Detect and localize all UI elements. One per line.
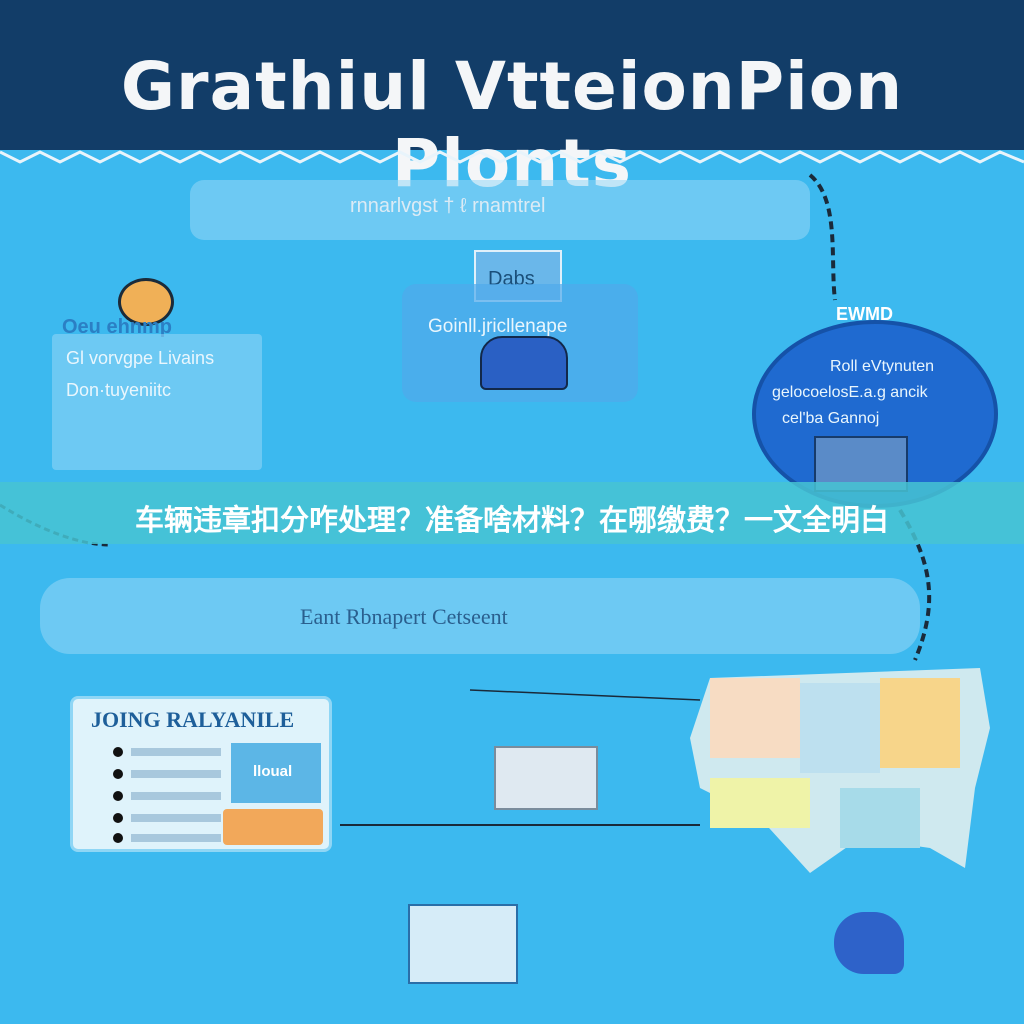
circle-line: gelocoelosE.a.g ancik — [772, 384, 928, 401]
left-info-panel — [52, 334, 262, 470]
card-side-panel — [231, 743, 321, 803]
circle-line: cel'ba Gannoj — [782, 410, 880, 427]
map-graphic — [690, 668, 990, 873]
top-step-label: rnnarlvgst † ℓ rnamtrel — [350, 195, 546, 217]
left-panel-line: Don·tuyeniitc — [66, 380, 172, 400]
text-line — [131, 792, 221, 800]
bullet — [113, 833, 123, 843]
circle-tag: EWMD — [836, 304, 893, 324]
circle-line: Roll eVtynuten — [830, 358, 935, 375]
location-pin-icon — [834, 912, 904, 974]
page-title: Grathiul VtteionPion Plonts — [120, 48, 904, 202]
middle-step-bar — [40, 578, 920, 654]
car-icon — [480, 336, 568, 390]
text-line — [131, 748, 221, 756]
text-line — [131, 814, 221, 822]
table-document-icon — [408, 904, 518, 984]
card-badge: lloual — [253, 763, 293, 780]
card-title: JOING RALYANILE — [91, 707, 295, 732]
text-line — [131, 834, 221, 842]
text-line — [131, 770, 221, 778]
middle-step-label: Eant Rbnapert Cetseent — [300, 604, 508, 629]
zigzag-divider — [0, 150, 1024, 164]
bullet — [113, 813, 123, 823]
center-panel-label: Goinll.jricllenape — [428, 316, 568, 337]
top-step-bar — [190, 180, 810, 240]
helmet-icon — [118, 278, 174, 326]
left-panel-line: Gl vorvgpe Livains — [66, 348, 215, 368]
bullet — [113, 747, 123, 757]
info-card: JOING RALYANILE lloual — [70, 696, 332, 852]
left-panel-heading: Oeu ehnmp — [62, 316, 173, 338]
bullet — [113, 769, 123, 779]
header-bar — [0, 0, 1024, 150]
card-orange-block — [223, 809, 323, 845]
headline-banner — [0, 482, 1024, 544]
bullet — [113, 791, 123, 801]
headline-text: 车辆违章扣分咋处理？准备啥材料？在哪缴费？一文全明白 — [134, 503, 889, 537]
printer-icon — [494, 746, 598, 810]
